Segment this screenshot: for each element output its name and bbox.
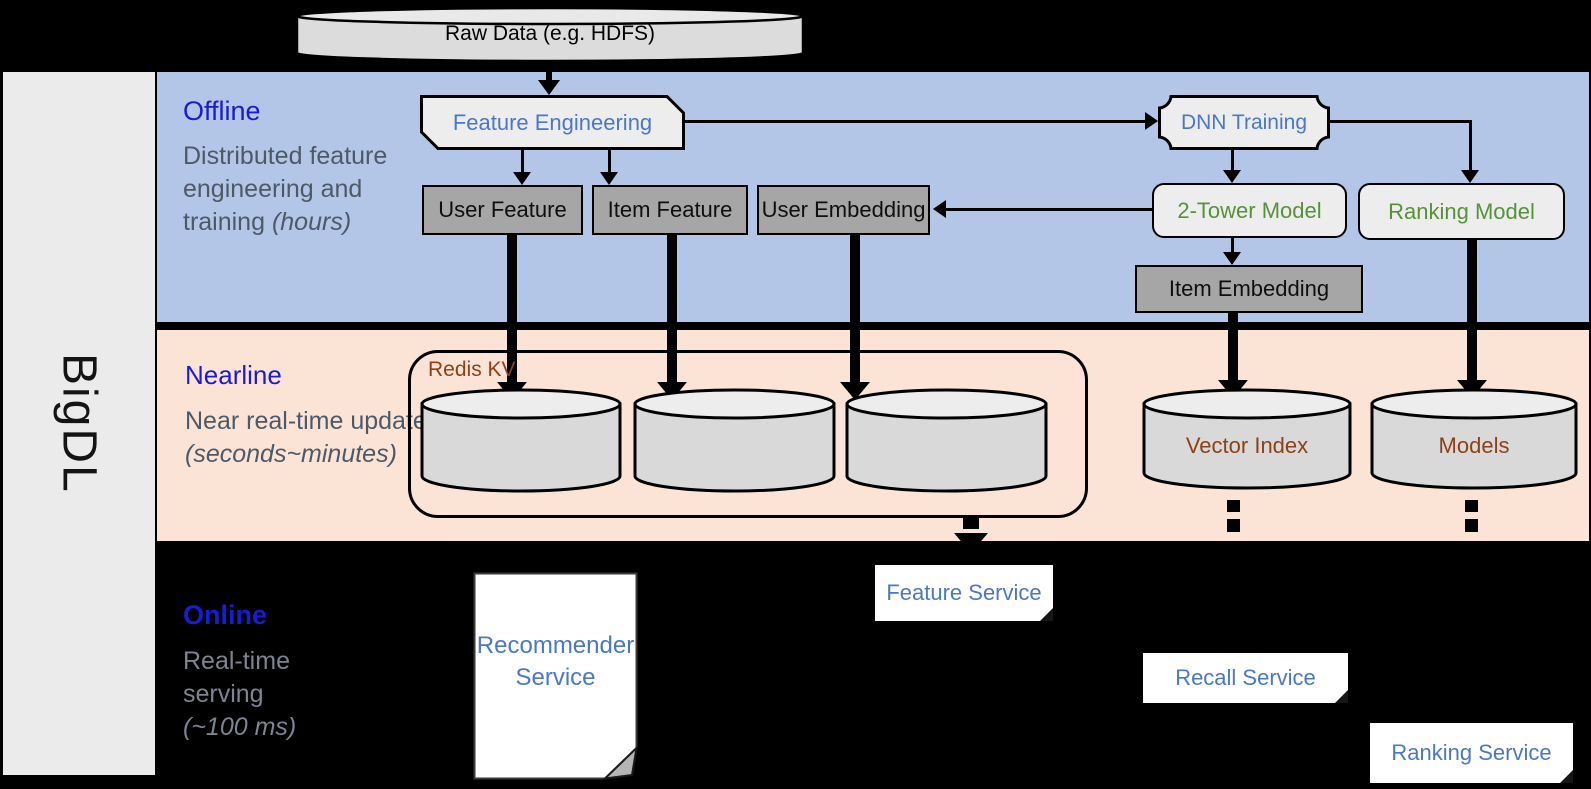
arrow-fe-to-dnn-head: [1145, 112, 1158, 130]
folded-corner-icon: [1335, 690, 1348, 703]
arrow-fe-to-userfeature: [521, 150, 524, 173]
folded-corner-icon: [1040, 608, 1053, 621]
arrow-dnn-to-rankingmodel-v: [1469, 120, 1472, 172]
redis-kv-container: [408, 350, 1088, 518]
arrow-userfeature-to-kv: [507, 235, 517, 382]
arrow-dnn-to-rankingmodel-head: [1461, 170, 1479, 183]
recall-service-node: Recall Service: [1143, 653, 1348, 703]
bigdl-brand-label: BigDL: [52, 353, 106, 494]
arrow-fe-to-itemfeature: [608, 150, 611, 173]
dnn-training-label: DNN Training: [1180, 110, 1308, 134]
arrow-twotower-to-itemembedding-head: [1223, 252, 1241, 265]
vector-index-cylinder: [1142, 388, 1352, 490]
user-embedding-node: User Embedding: [757, 185, 930, 235]
recommender-service-label: Recommender Service: [476, 632, 635, 691]
online-description: Real-time serving (~100 ms): [183, 647, 297, 741]
arrow-itemembedding-to-vectorindex: [1228, 313, 1238, 380]
folded-corner-icon: [1560, 770, 1573, 783]
dashed-vectorindex-to-recall-1: [1227, 500, 1240, 512]
kv-cylinder-3: [845, 388, 1048, 493]
offline-description: Distributed feature engineering and trai…: [183, 142, 388, 236]
feature-engineering-node: [420, 95, 685, 150]
arrow-rankingmodel-to-models: [1467, 240, 1477, 380]
item-embedding-node: Item Embedding: [1135, 265, 1363, 313]
dashed-models-to-ranking-1: [1465, 500, 1478, 512]
feature-service-node: Feature Service: [875, 565, 1053, 621]
online-title: Online: [183, 600, 268, 630]
arrow-userembedding-to-kv: [850, 235, 860, 382]
kv-cylinder-1: [420, 388, 622, 493]
dashed-models-to-ranking-2: [1465, 519, 1478, 532]
recommender-service-node: Recommender Service: [473, 572, 638, 780]
ranking-model-node: Ranking Model: [1358, 183, 1565, 240]
raw-data-label: Raw Data (e.g. HDFS): [444, 22, 656, 45]
kv-cylinder-2: [633, 388, 836, 493]
nearline-description: Near real-time update (seconds~minutes): [185, 407, 427, 468]
raw-data-cylinder: [295, 6, 805, 63]
arrow-fe-to-dnn: [685, 120, 1145, 123]
vector-index-label: Vector Index: [1185, 433, 1309, 458]
arrow-fe-to-userfeature-head: [513, 172, 531, 185]
arrow-twotower-to-itemembedding: [1231, 238, 1234, 254]
arrow-twotower-to-userembedding: [946, 208, 1152, 211]
arrow-dnn-to-rankingmodel-h: [1330, 120, 1472, 123]
arrow-twotower-to-userembedding-head: [933, 200, 946, 218]
arrow-rawdata-to-fe-head: [538, 80, 560, 95]
dashed-kv-to-featureservice: [963, 516, 979, 529]
document-shape: [473, 572, 638, 780]
nearline-title: Nearline: [185, 360, 282, 390]
arrow-rawdata-to-fe: [546, 62, 552, 82]
feature-engineering-label: Feature Engineering: [452, 109, 653, 135]
item-feature-node: Item Feature: [592, 185, 748, 235]
arrow-fe-to-itemfeature-head: [600, 172, 618, 185]
models-cylinder: [1370, 388, 1578, 490]
dashed-vectorindex-to-recall-2: [1227, 519, 1240, 532]
dashed-kv-to-featureservice-head: [954, 533, 988, 553]
user-feature-node: User Feature: [422, 185, 583, 235]
bigdl-sidebar: BigDL: [3, 72, 155, 775]
redis-kv-label: Redis KV: [428, 358, 516, 381]
offline-title: Offline: [183, 96, 261, 126]
dnn-training-node: [1158, 95, 1330, 150]
models-label: Models: [1438, 433, 1510, 458]
arrow-dnn-to-twotower-head: [1223, 170, 1241, 183]
ranking-service-node: Ranking Service: [1370, 723, 1573, 783]
arrow-dnn-to-twotower: [1231, 150, 1234, 172]
arrow-itemfeature-to-kv: [667, 235, 677, 382]
two-tower-model-node: 2-Tower Model: [1152, 183, 1347, 238]
